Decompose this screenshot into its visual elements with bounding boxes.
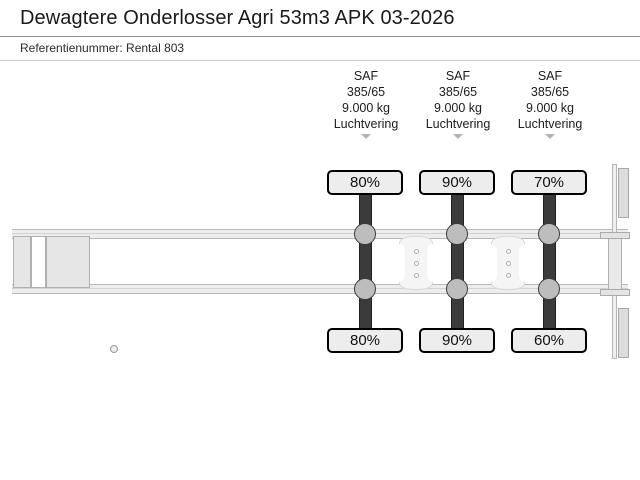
front-plate-left — [13, 236, 31, 288]
axle-1-brand: SAF — [353, 69, 379, 83]
hanger-bolt-icon — [506, 249, 511, 254]
axle-3-suspension: Luchtvering — [517, 117, 583, 131]
subtitle-divider — [0, 60, 640, 61]
axle-1-bar-middle — [359, 234, 372, 290]
axle-3-capacity: 9.000 kg — [526, 101, 574, 115]
rear-plate-lower — [618, 308, 629, 358]
axle-1-hub-top — [354, 223, 376, 245]
hanger-bolt-icon — [506, 273, 511, 278]
axle-2-tread-bottom[interactable]: 90% — [419, 328, 495, 353]
axle-2-bar-middle — [451, 234, 464, 290]
chassis-rail-bottom — [12, 284, 628, 294]
axle-2-tread-top[interactable]: 90% — [419, 170, 495, 195]
rear-cross-arm-lower — [600, 289, 630, 296]
axle-spec-1: SAF 385/65 9.000 kg Luchtvering — [311, 68, 421, 139]
axle-2-tyre-size: 385/65 — [438, 85, 478, 99]
axle-2-brand: SAF — [445, 69, 471, 83]
axle-2-hub-bottom — [446, 278, 468, 300]
hanger-notch-left — [487, 244, 497, 282]
suspension-hanger-2 — [487, 236, 529, 290]
front-plate-gap — [31, 236, 46, 288]
rear-plate-upper — [618, 168, 629, 218]
axle-1-suspension: Luchtvering — [333, 117, 399, 131]
hanger-notch-right — [427, 244, 437, 282]
axle-3-tread-bottom[interactable]: 60% — [511, 328, 587, 353]
rear-bumper — [608, 237, 622, 292]
rail-seam — [12, 288, 628, 289]
axle-1-tyre-size: 385/65 — [346, 85, 386, 99]
axle-2-hub-top — [446, 223, 468, 245]
kingpin-plate — [46, 236, 118, 353]
hanger-notch-left — [395, 244, 405, 282]
axle-2-suspension: Luchtvering — [425, 117, 491, 131]
reference-number: Referentienummer: Rental 803 — [20, 41, 185, 55]
caret-down-icon — [453, 134, 463, 139]
axle-1-tread-bottom[interactable]: 80% — [327, 328, 403, 353]
chassis-rail-top — [12, 229, 628, 239]
page-title: Dewagtere Onderlosser Agri 53m3 APK 03-2… — [20, 7, 455, 29]
axle-3-bar-middle — [543, 234, 556, 290]
axle-2-capacity: 9.000 kg — [434, 101, 482, 115]
axle-1-hub-bottom — [354, 278, 376, 300]
axle-3-hub-top — [538, 223, 560, 245]
suspension-hanger-1 — [395, 236, 437, 290]
axle-3-tread-top[interactable]: 70% — [511, 170, 587, 195]
caret-down-icon — [545, 134, 555, 139]
axle-3-tyre-size: 385/65 — [530, 85, 570, 99]
trailer-diagram: 80% 80% 90% 90% 70% 60% — [0, 150, 640, 380]
axle-1-capacity: 9.000 kg — [342, 101, 390, 115]
rail-seam — [12, 233, 628, 234]
title-divider — [0, 36, 640, 37]
hanger-bolt-icon — [506, 261, 511, 266]
hanger-bolt-icon — [414, 273, 419, 278]
axle-spec-3: SAF 385/65 9.000 kg Luchtvering — [495, 68, 605, 139]
caret-down-icon — [361, 134, 371, 139]
rear-cross-arm-upper — [600, 232, 630, 239]
kingpin-icon — [110, 345, 118, 353]
axle-3-brand: SAF — [537, 69, 563, 83]
axle-3-hub-bottom — [538, 278, 560, 300]
hanger-bolt-icon — [414, 261, 419, 266]
axle-spec-2: SAF 385/65 9.000 kg Luchtvering — [403, 68, 513, 139]
hanger-bolt-icon — [414, 249, 419, 254]
hanger-notch-right — [519, 244, 529, 282]
axle-1-tread-top[interactable]: 80% — [327, 170, 403, 195]
